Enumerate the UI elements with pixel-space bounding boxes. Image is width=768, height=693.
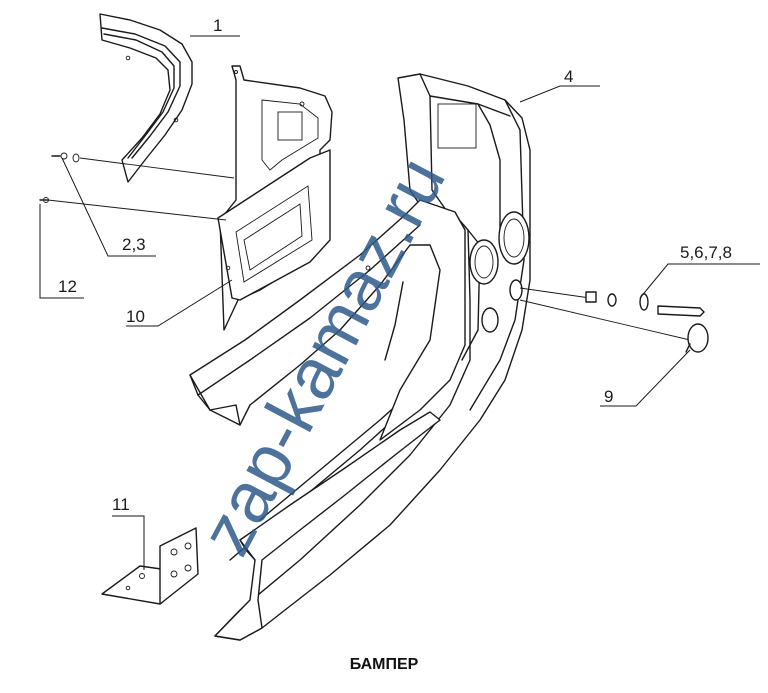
- callout-2-3: 2,3: [122, 235, 146, 254]
- callout-11: 11: [112, 495, 130, 514]
- callout-5-6-7-8: 5,6,7,8: [680, 243, 732, 262]
- part-1-trim-strip: [99, 13, 193, 183]
- bolt-5-6-7-8: [519, 287, 705, 317]
- leader-lines: [39, 35, 760, 570]
- callout-4: 4: [564, 67, 573, 86]
- diagram-caption: БАМПЕР: [349, 656, 419, 673]
- part-10-bracket: [217, 65, 333, 331]
- callout-12: 12: [58, 277, 77, 296]
- screw-2-3: [51, 152, 235, 179]
- callout-10: 10: [126, 307, 145, 326]
- part-11-angle-bracket: [101, 527, 199, 605]
- bumper-channel-frame: [189, 199, 466, 641]
- part-9-cap: [519, 299, 709, 353]
- screw-12: [39, 197, 227, 221]
- callout-1: 1: [213, 16, 222, 35]
- callout-9: 9: [604, 387, 613, 406]
